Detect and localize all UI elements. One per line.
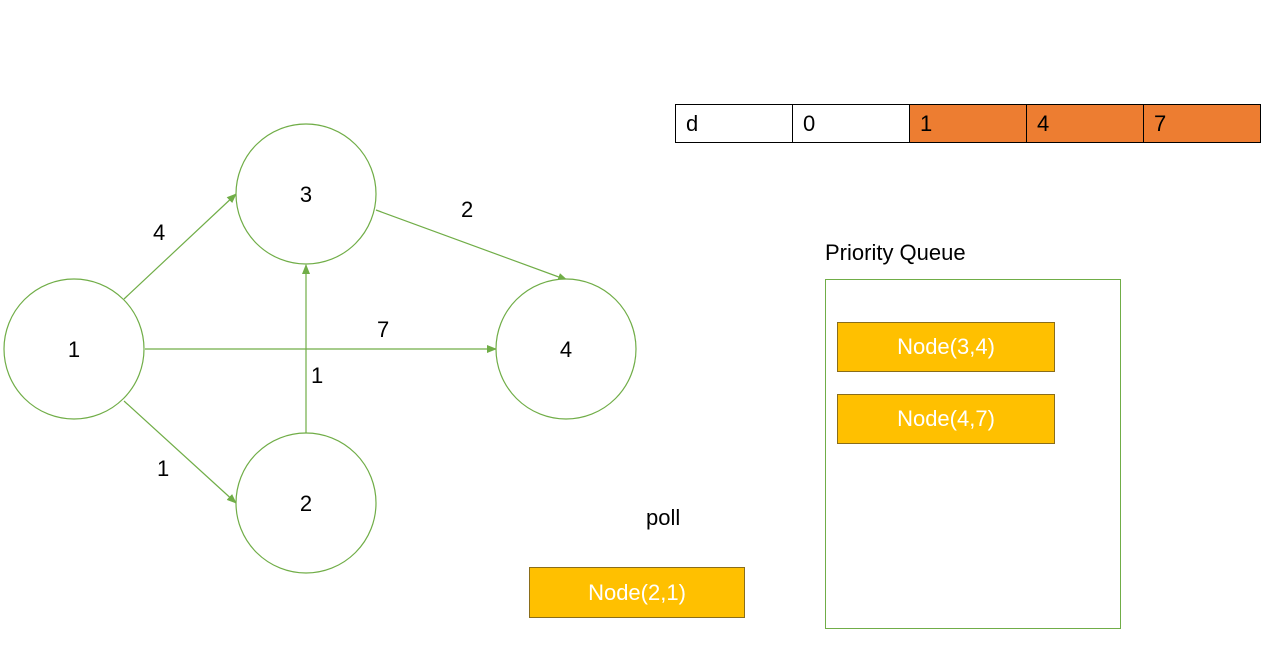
distance-table: d 0 1 4 7 [675, 104, 1261, 143]
distance-node-3: 4 [1026, 104, 1144, 143]
polled-node: Node(2,1) [529, 567, 745, 618]
edge-1-2-weight: 1 [157, 456, 169, 481]
distance-node-2: 1 [909, 104, 1027, 143]
edge-1-3 [123, 193, 237, 300]
priority-queue-item: Node(4,7) [837, 394, 1055, 444]
priority-queue-item: Node(3,4) [837, 322, 1055, 372]
node-1 [3, 278, 145, 420]
edge-1-3-weight: 4 [153, 220, 165, 245]
node-3-label: 3 [300, 182, 312, 207]
node-2 [235, 432, 377, 574]
node-4 [495, 278, 637, 420]
distance-header: d [675, 104, 793, 143]
distance-node-1: 0 [792, 104, 910, 143]
node-3 [235, 123, 377, 265]
poll-label: poll [646, 505, 681, 530]
distance-node-4: 7 [1143, 104, 1261, 143]
edge-3-4-weight: 2 [461, 197, 473, 222]
node-2-label: 2 [300, 491, 312, 516]
edge-2-3-weight: 1 [311, 363, 323, 388]
priority-queue-title: Priority Queue [825, 240, 966, 265]
edge-3-4 [375, 209, 568, 281]
node-4-label: 4 [560, 337, 572, 362]
node-1-label: 1 [68, 337, 80, 362]
graph-diagram: 4 1 7 1 2 1 2 3 4 [3, 123, 637, 574]
priority-queue-box: Node(3,4) Node(4,7) [825, 279, 1121, 629]
edge-1-4-weight: 7 [377, 317, 389, 342]
edge-1-2 [123, 400, 237, 504]
